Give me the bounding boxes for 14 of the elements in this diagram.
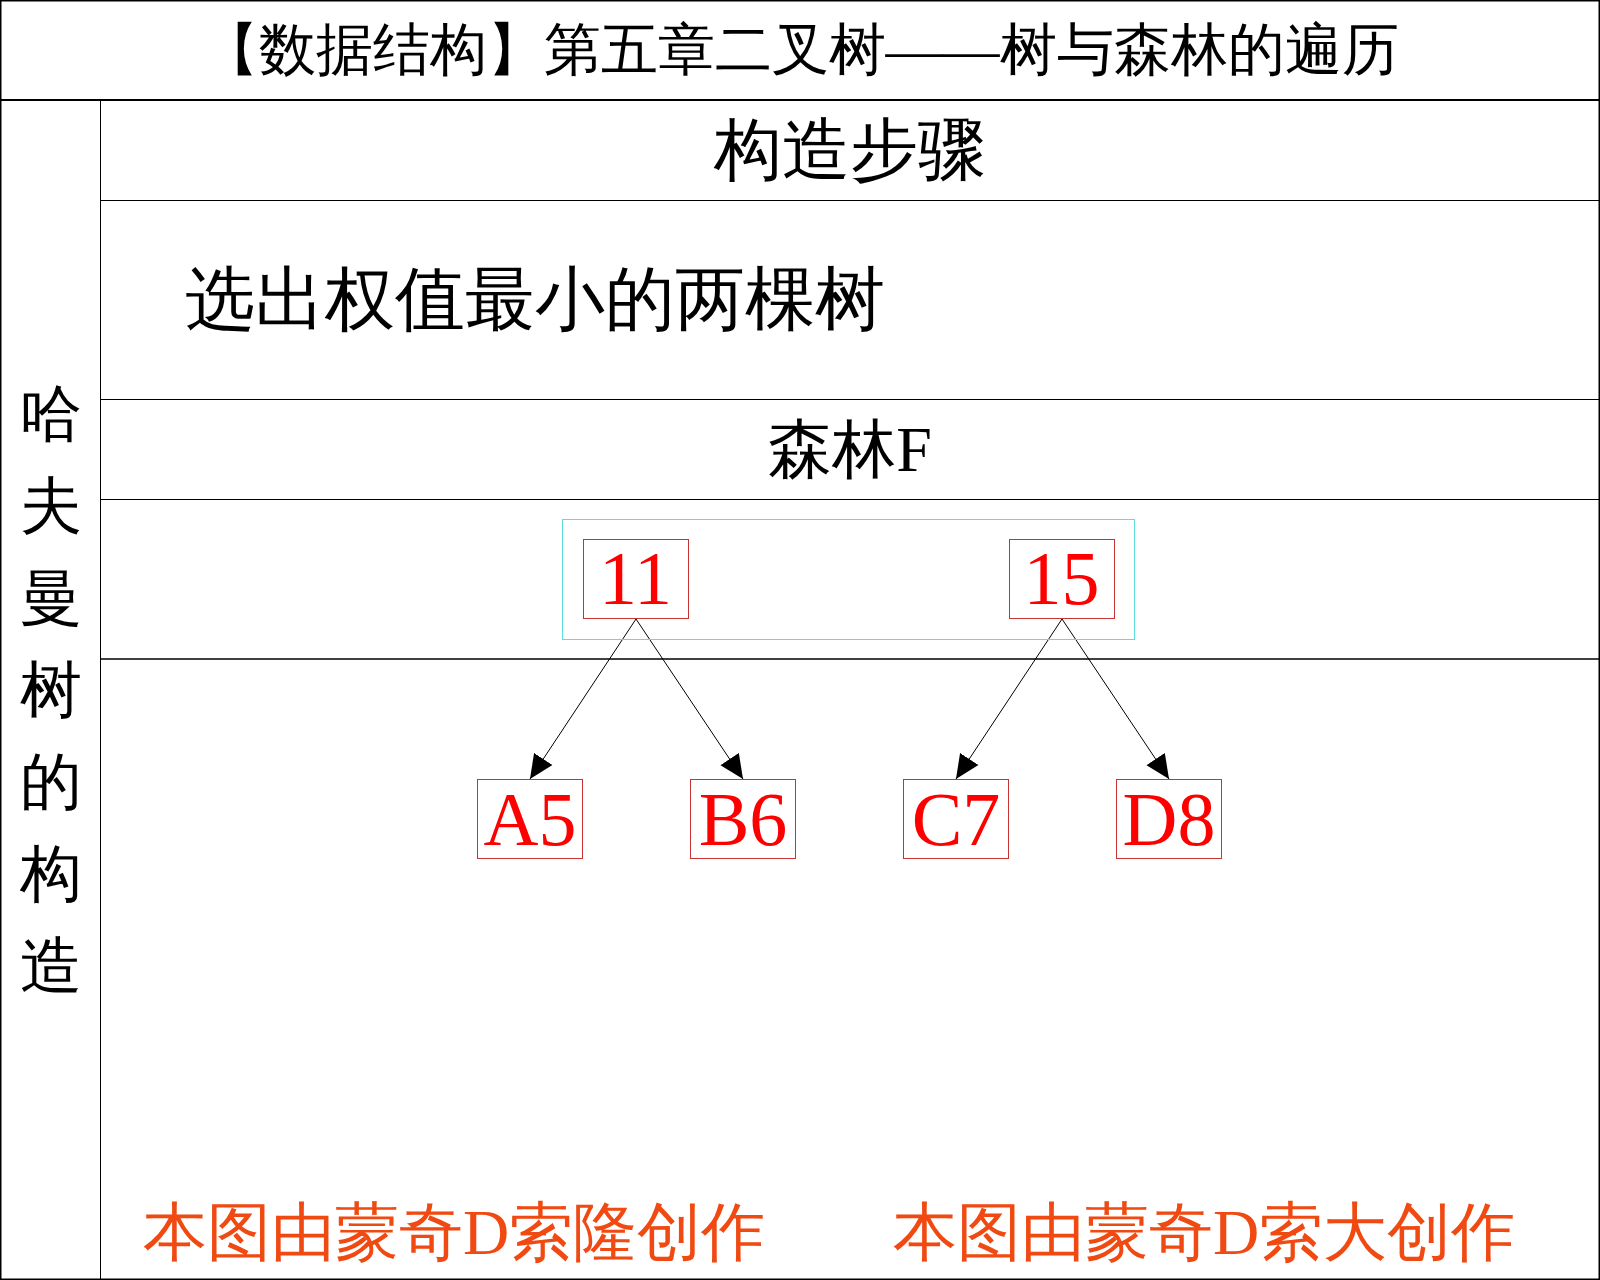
forest-frame (562, 519, 1135, 640)
vertical-heading: 哈夫曼树的构造 (0, 99, 101, 1280)
leaf-node: A5 (477, 779, 583, 859)
arrow (955, 618, 1063, 780)
tree-node: 15 (1008, 538, 1115, 619)
leaf-node: B6 (690, 779, 796, 859)
tree-node: 11 (582, 538, 689, 619)
arrow (635, 618, 744, 780)
leaf-node: C7 (903, 779, 1009, 859)
credit-text: 本图由蒙奇D索大创作 (893, 1198, 1516, 1269)
arrow (529, 618, 637, 780)
arrow (1061, 618, 1170, 780)
leaf-node: D8 (1116, 779, 1222, 859)
credit-text: 本图由蒙奇D索隆创作 (143, 1198, 766, 1269)
